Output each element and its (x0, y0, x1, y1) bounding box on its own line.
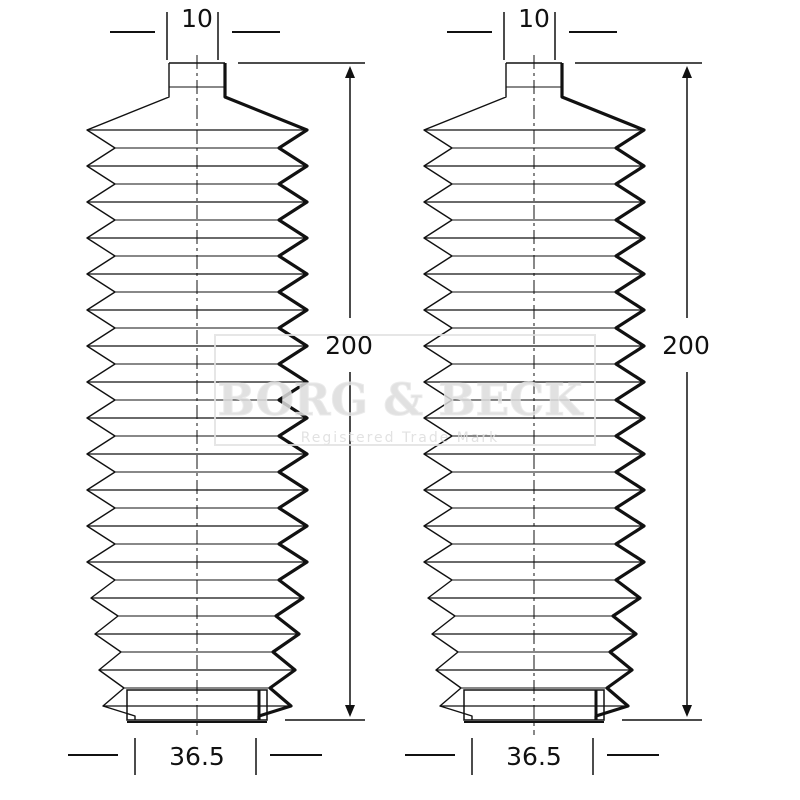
length-dim-arrowhead-top (682, 66, 692, 78)
length-dim-arrowhead-bottom (682, 705, 692, 717)
base-dim-label: 36.5 (506, 742, 562, 771)
boot-2: 10 200 36.5 (405, 4, 710, 775)
watermark-frame (214, 334, 596, 446)
boot-2-length-dimension: 200 (575, 62, 710, 721)
boot-2-neck-dimension: 10 (447, 4, 617, 60)
boot-2-bellows (423, 55, 646, 735)
length-dim-label: 200 (662, 331, 710, 360)
length-dim-arrowhead-bottom (345, 705, 355, 717)
boot-1-base-dimension: 36.5 (68, 738, 322, 775)
brand-watermark: BORG & BECK Registered Trade Mark (214, 334, 596, 446)
length-dim-arrowhead-top (345, 66, 355, 78)
bellows-outline-left (86, 63, 170, 720)
watermark-brand: BORG & BECK (218, 375, 585, 426)
watermark-tagline: Registered Trade Mark (301, 430, 500, 446)
boot-1-neck-dimension: 10 (110, 4, 280, 60)
boot-2-base-dimension: 36.5 (405, 738, 659, 775)
boot-1: 10 200 36.5 (68, 4, 373, 775)
neck-dim-label: 10 (518, 4, 550, 33)
neck-dim-label: 10 (181, 4, 213, 33)
boot-1-bellows (86, 55, 309, 735)
base-dim-label: 36.5 (169, 742, 225, 771)
